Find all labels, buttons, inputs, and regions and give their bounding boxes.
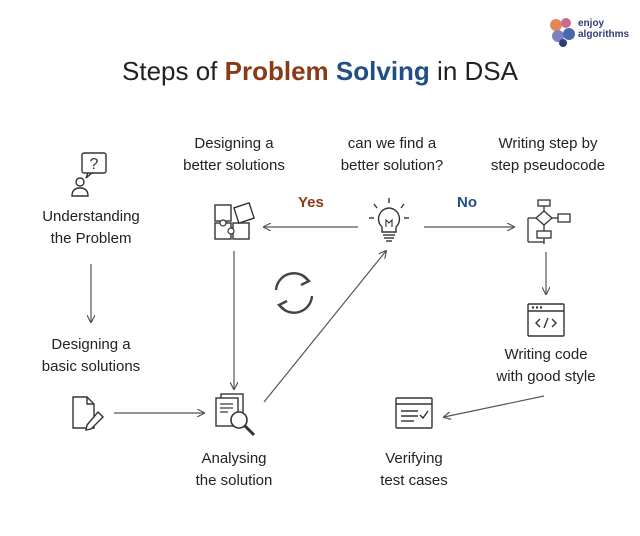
step-analysing-label: Analysing the solution	[195, 450, 273, 489]
no-label: No	[457, 194, 477, 211]
step-code-label: Writing code with good style	[496, 346, 596, 385]
puzzle-icon	[214, 202, 255, 240]
document-pencil-icon	[72, 396, 104, 431]
arrow-analysing-to-lightbulb	[263, 251, 386, 403]
brand-logo: enjoy algorithms	[548, 14, 632, 50]
step-basic-label: Designing a basic solutions	[41, 336, 141, 375]
step-understanding-label: Understanding the Problem	[42, 208, 140, 247]
lightbulb-icon	[369, 198, 409, 242]
step-pseudocode-label: Writing step by step pseudocode	[490, 135, 606, 174]
document-magnifier-icon	[215, 393, 256, 437]
yes-label: Yes	[298, 194, 324, 211]
question-person-icon: ?	[71, 152, 107, 197]
step-find-better-label: can we find a better solution?	[340, 135, 444, 174]
logo-text: enjoy algorithms	[578, 18, 630, 40]
svg-text:?: ?	[90, 156, 99, 173]
page-title: Steps of Problem Solving in DSA	[122, 56, 518, 86]
refresh-cycle-icon	[274, 272, 314, 314]
logo-dots-icon	[550, 18, 575, 47]
arrow-code-to-verify	[444, 395, 545, 417]
checklist-window-icon	[395, 397, 433, 429]
flowchart-icon	[527, 199, 571, 244]
code-window-icon	[527, 303, 565, 337]
step-better-label: Designing a better solutions	[183, 135, 285, 174]
step-verify-label: Verifying test cases	[380, 450, 448, 489]
